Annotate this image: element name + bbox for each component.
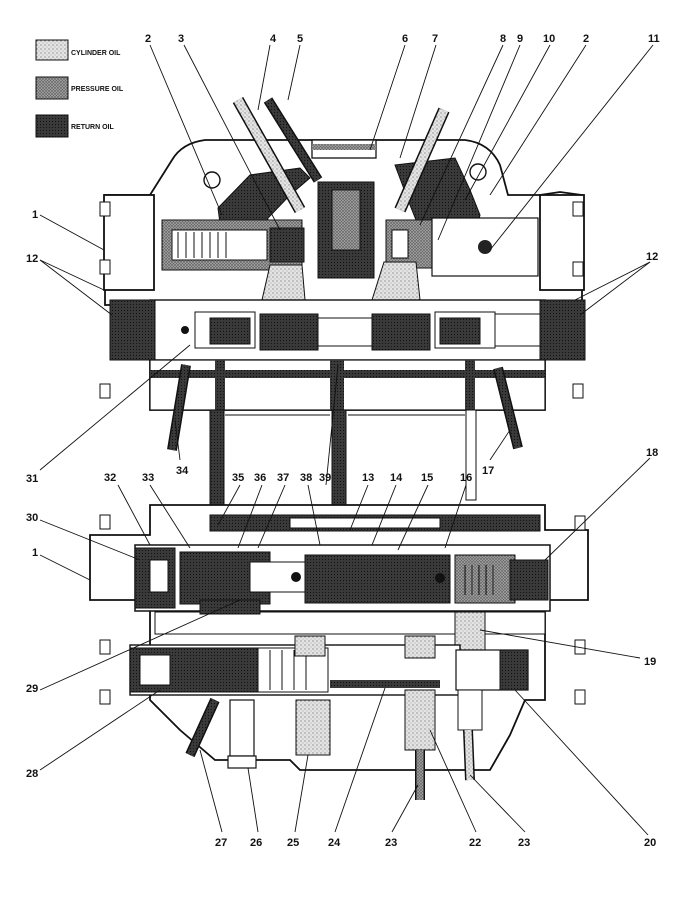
callout-33: 33 xyxy=(142,472,154,484)
callout-5: 5 xyxy=(297,33,303,45)
callout-12: 12 xyxy=(646,251,658,263)
callout-1: 1 xyxy=(32,547,38,559)
callout-35: 35 xyxy=(232,472,244,484)
hydraulic-lines xyxy=(167,97,523,451)
cylinder-oil-swatch xyxy=(35,39,69,61)
callout-38: 38 xyxy=(300,472,312,484)
connecting-passages xyxy=(209,409,477,521)
callout-26: 26 xyxy=(250,837,262,849)
lower-hydraulic-lines xyxy=(185,697,475,800)
callout-2: 2 xyxy=(145,33,151,45)
callout-34: 34 xyxy=(176,465,189,477)
callout-12: 12 xyxy=(26,253,38,265)
callout-29: 29 xyxy=(26,683,38,695)
callout-11: 11 xyxy=(648,33,660,45)
leader-lines xyxy=(39,44,654,836)
callout-7: 7 xyxy=(432,33,438,45)
callout-23: 23 xyxy=(385,837,397,849)
callout-19: 19 xyxy=(644,656,656,668)
callout-23: 23 xyxy=(518,837,530,849)
legend: CYLINDER OIL PRESSURE OIL RETURN OIL xyxy=(35,39,124,138)
callout-25: 25 xyxy=(287,837,299,849)
callout-2: 2 xyxy=(583,33,589,45)
lower-valve-body xyxy=(89,504,589,771)
callout-14: 14 xyxy=(390,472,403,484)
callout-30: 30 xyxy=(26,512,38,524)
callout-18: 18 xyxy=(646,447,658,459)
callout-36: 36 xyxy=(254,472,266,484)
callout-15: 15 xyxy=(421,472,433,484)
callout-3: 3 xyxy=(178,33,184,45)
callout-6: 6 xyxy=(402,33,408,45)
callout-22: 22 xyxy=(469,837,481,849)
legend-item-cylinder-oil: CYLINDER OIL xyxy=(35,39,121,61)
return-oil-swatch xyxy=(35,114,69,138)
callout-17: 17 xyxy=(482,465,494,477)
callout-9: 9 xyxy=(517,33,523,45)
callout-labels: 2 3 4 5 6 7 8 9 10 2 11 1 12 31 32 33 30… xyxy=(26,33,660,849)
callout-8: 8 xyxy=(500,33,506,45)
callout-20: 20 xyxy=(644,837,656,849)
left-end-cap-upper xyxy=(103,194,155,291)
callout-37: 37 xyxy=(277,472,289,484)
legend-label: RETURN OIL xyxy=(71,124,115,131)
callout-13: 13 xyxy=(362,472,374,484)
callout-10: 10 xyxy=(543,33,555,45)
callout-4: 4 xyxy=(270,33,277,45)
pressure-oil-swatch xyxy=(35,76,69,100)
callout-28: 28 xyxy=(26,768,38,780)
legend-label: CYLINDER OIL xyxy=(71,50,121,57)
callout-32: 32 xyxy=(104,472,116,484)
callout-16: 16 xyxy=(460,472,472,484)
legend-item-return-oil: RETURN OIL xyxy=(35,114,115,138)
callout-31: 31 xyxy=(26,473,38,485)
legend-label: PRESSURE OIL xyxy=(71,86,124,93)
callout-1: 1 xyxy=(32,209,38,221)
callout-24: 24 xyxy=(328,837,341,849)
upper-valve-body xyxy=(99,139,586,411)
callout-27: 27 xyxy=(215,837,227,849)
callout-39: 39 xyxy=(319,472,331,484)
legend-item-pressure-oil: PRESSURE OIL xyxy=(35,76,124,100)
